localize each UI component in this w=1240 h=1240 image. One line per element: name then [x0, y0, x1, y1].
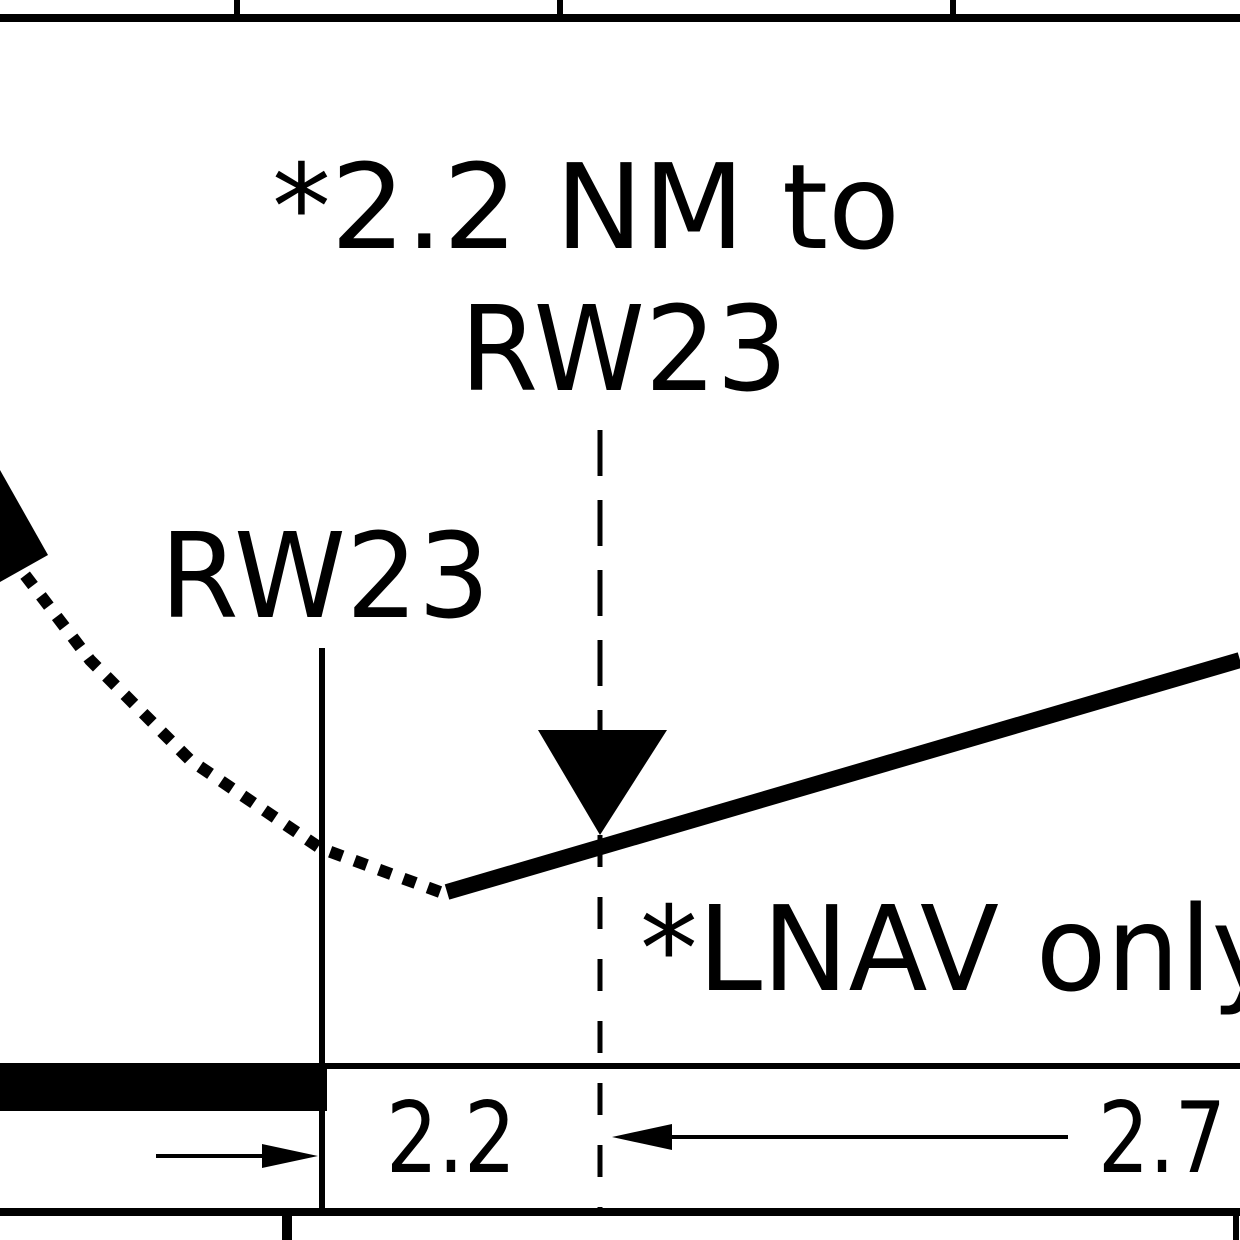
missed-approach-path	[0, 470, 443, 898]
segment-2-distance: 2.7	[1098, 1082, 1226, 1196]
vdp-arrow-head	[538, 730, 667, 835]
inbound-arrow-head	[262, 1144, 318, 1168]
segment-1-distance: 2.2	[386, 1082, 516, 1196]
segment-2-distance-arrow	[612, 1124, 1068, 1150]
vdp-note-line-1: *2.2 NM to	[272, 138, 900, 276]
lnav-only-note: *LNAV only	[640, 880, 1240, 1018]
segment-2-arrow-head	[612, 1124, 672, 1150]
descent-path-line	[444, 652, 1240, 900]
top-frame	[0, 0, 1240, 22]
distance-table	[0, 1063, 1240, 1240]
inbound-distance-arrow	[156, 1144, 318, 1168]
threshold-label: RW23	[160, 507, 490, 645]
missed-approach-arrow-head	[0, 470, 48, 582]
vdp-note-line-2: RW23	[460, 280, 788, 418]
vdp-marker	[538, 430, 667, 1208]
missed-approach-dotted-line	[20, 571, 443, 898]
runway-bar	[0, 1063, 327, 1111]
